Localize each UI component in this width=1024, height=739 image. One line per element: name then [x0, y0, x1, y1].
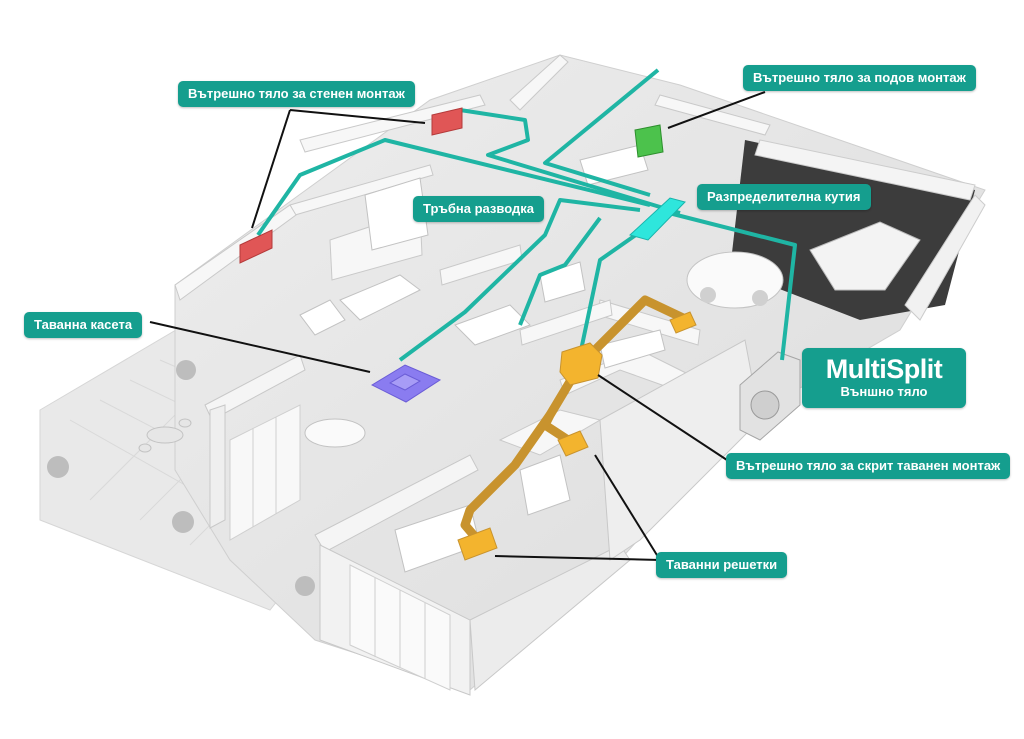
terrace-furniture — [138, 418, 192, 453]
leader-lines — [149, 91, 766, 561]
window-mullions — [252, 417, 277, 527]
fan-icon — [750, 390, 780, 420]
right-wall-block — [599, 339, 761, 561]
window-mullions-2 — [374, 578, 426, 679]
ceiling-grilles — [457, 311, 697, 561]
car-wheel — [752, 290, 768, 306]
front-left-room-side — [209, 404, 226, 529]
outdoor-unit-subtitle: Външно тяло — [840, 384, 928, 399]
interior-walls — [174, 54, 771, 461]
carport-car — [686, 251, 784, 309]
car-wheel — [700, 287, 716, 303]
air-ducts — [460, 295, 685, 548]
dining-table — [304, 418, 366, 448]
label-ceiling-grilles: Таванни решетки — [656, 552, 788, 578]
label-ceiling-cassette: Таванна касета — [24, 312, 143, 338]
wall-unit-upper — [431, 107, 463, 136]
furniture — [299, 144, 666, 573]
outdoor-unit — [739, 351, 801, 441]
label-piping: Тръбна разводка — [413, 196, 544, 222]
ceiling-cassette — [370, 364, 442, 403]
label-outdoor-unit: MultiSplit Външно тяло — [802, 348, 966, 408]
label-distribution-box: Разпределителна кутия — [697, 184, 871, 210]
label-floor-unit: Вътрешно тяло за подов монтаж — [743, 65, 976, 91]
concealed-ceiling-unit — [559, 342, 603, 386]
wall-unit-left — [239, 229, 273, 264]
shrubs — [47, 360, 315, 596]
garage-side-wall — [904, 194, 986, 321]
label-concealed-ceiling-unit: Вътрешно тяло за скрит таванен монтаж — [726, 453, 1011, 479]
refrigerant-piping — [256, 68, 797, 362]
label-wall-unit: Вътрешно тяло за стенен монтаж — [178, 81, 415, 107]
garage-wall — [754, 139, 976, 201]
floor-unit — [634, 124, 664, 158]
outdoor-unit-title: MultiSplit — [825, 354, 943, 384]
distribution-box — [629, 197, 686, 241]
garage-car — [809, 221, 921, 291]
front-left-windows — [229, 404, 301, 541]
